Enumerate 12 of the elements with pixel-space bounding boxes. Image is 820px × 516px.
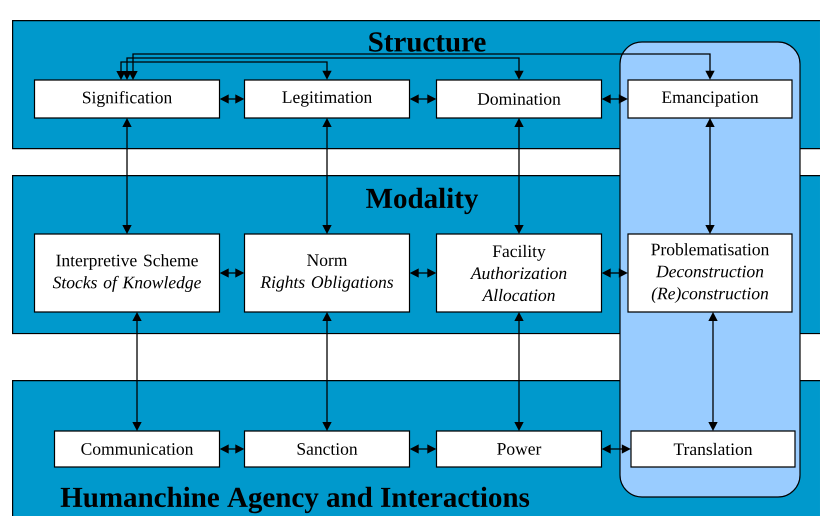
label-box: Legitimation [244,79,410,119]
label-box: Translation [630,430,796,468]
label-box: Signification [34,79,220,119]
label-box: Problematisation Deconstruction (Re)construction [627,233,793,313]
label-box: Facility Authorization Allocation [436,233,602,313]
label-box: Sanction [244,430,410,468]
label-box: Communication [54,430,220,468]
label-box: Domination [436,79,602,119]
label-box: Interpretive Scheme Stocks of Knowledge [34,233,220,313]
label-box: Norm Rights Obligations [244,233,410,313]
label-box: Power [436,430,602,468]
label-box: Emancipation [627,79,793,119]
